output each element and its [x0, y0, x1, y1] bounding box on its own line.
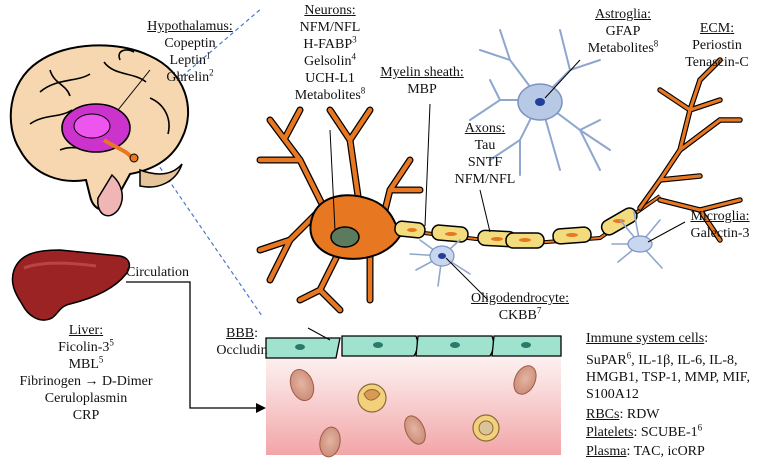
hypothalamus-label: Hypothalamus: Copeptin Leptin1 Ghrelin2 [120, 18, 260, 86]
liver-item: Fibrinogen → D-Dimer [19, 374, 153, 389]
axons-item: Tau [474, 138, 496, 153]
neurons-heading: Neurons: [304, 3, 356, 18]
platelets-label: Platelets: SCUBE-16 [586, 422, 703, 440]
neurons-item: H-FABP3 [303, 34, 357, 52]
liver-item: MBL5 [68, 354, 104, 372]
plasma-label: Plasma: TAC, icORP [586, 444, 705, 459]
zoom-guide-lines [144, 7, 263, 317]
brain-illustration [9, 44, 190, 217]
neurons-item: UCH-L1 [305, 71, 355, 86]
ecm-item: Tenascin-C [685, 55, 749, 70]
axons-item: NFM/NFL [454, 172, 516, 187]
hypothalamus-item: Leptin1 [169, 50, 211, 68]
neurons-label: Neurons: NFM/NFL H-FABP3 Gelsolin4 UCH-L… [270, 2, 390, 104]
axons-label: Axons: Tau SNTF NFM/NFL [440, 120, 530, 188]
astroglia-label: Astroglia: GFAP Metabolites8 [568, 6, 678, 57]
ecm-label: ECM: Periostin Tenascin-C [672, 20, 762, 71]
neurons-item: NFM/NFL [299, 20, 361, 35]
circulation-label: Circulation [126, 265, 189, 280]
hypothalamus-item: Ghrelin2 [166, 67, 214, 85]
immune-label: Immune system cells: SuPAR6, IL-1β, IL-6… [586, 330, 750, 403]
liver-label: Liver: Ficolin-35 MBL5 Fibrinogen → D-Di… [6, 322, 166, 424]
astroglia-item: Metabolites8 [587, 38, 659, 56]
astroglia-heading: Astroglia: [595, 7, 651, 22]
liver-item: Ceruloplasmin [44, 391, 128, 406]
neurons-item: Metabolites8 [294, 85, 366, 103]
neurons-item: Gelsolin4 [304, 51, 356, 69]
liver-item: CRP [72, 408, 100, 423]
ecm-item: Periostin [692, 38, 742, 53]
rbcs-label: RBCs: RDW [586, 407, 660, 422]
astroglia-pointer [544, 59, 581, 99]
ecm-heading: ECM: [699, 21, 735, 36]
bbb-heading: BBB: [226, 326, 258, 341]
bbb-item: Occludin [216, 343, 268, 358]
oligodendrocyte-item: CKBB7 [498, 305, 542, 323]
liver-heading: Liver: [68, 323, 104, 338]
liver-illustration [11, 249, 131, 321]
bbb-label: BBB: Occludin [200, 325, 284, 359]
microglia-pointer [647, 221, 686, 243]
immune-line: S100A12 [586, 387, 639, 402]
hypothalamus-pointer [117, 69, 151, 111]
oligodendrocyte-label: Oligodendrocyte: CKBB7 [460, 290, 580, 324]
circulation-arrow [126, 281, 266, 413]
annotation-pointers [329, 103, 491, 301]
astroglia-item: GFAP [605, 24, 641, 39]
immune-heading: Immune system cells: [586, 331, 709, 346]
neuron-illustration [256, 57, 743, 314]
myelin-heading: Myelin sheath: [380, 65, 464, 80]
oligodendrocyte-nucleus [438, 253, 446, 259]
myelin-label: Myelin sheath: MBP [362, 64, 482, 98]
bbb-pointer [307, 327, 331, 341]
immune-line: SuPAR6, IL-1β, IL-6, IL-8, [586, 350, 738, 368]
microglia-item: Galectin-3 [690, 226, 750, 241]
astroglia-nucleus [535, 98, 545, 106]
liver-item: Ficolin-35 [58, 337, 114, 355]
myelin-item: MBP [407, 82, 437, 97]
microglia-label: Microglia: Galectin-3 [676, 208, 764, 242]
hypothalamus-item: Copeptin [164, 36, 216, 51]
axons-heading: Axons: [464, 121, 506, 136]
microglia-heading: Microglia: [690, 209, 750, 224]
hypothalamus-heading: Hypothalamus: [147, 19, 233, 34]
blood-vessel-illustration [265, 335, 562, 458]
microglia-cell-body [627, 235, 653, 253]
axons-item: SNTF [467, 155, 503, 170]
immune-line: HMGB1, TSP-1, MMP, MIF, [586, 370, 750, 385]
oligodendrocyte-heading: Oligodendrocyte: [471, 291, 569, 306]
